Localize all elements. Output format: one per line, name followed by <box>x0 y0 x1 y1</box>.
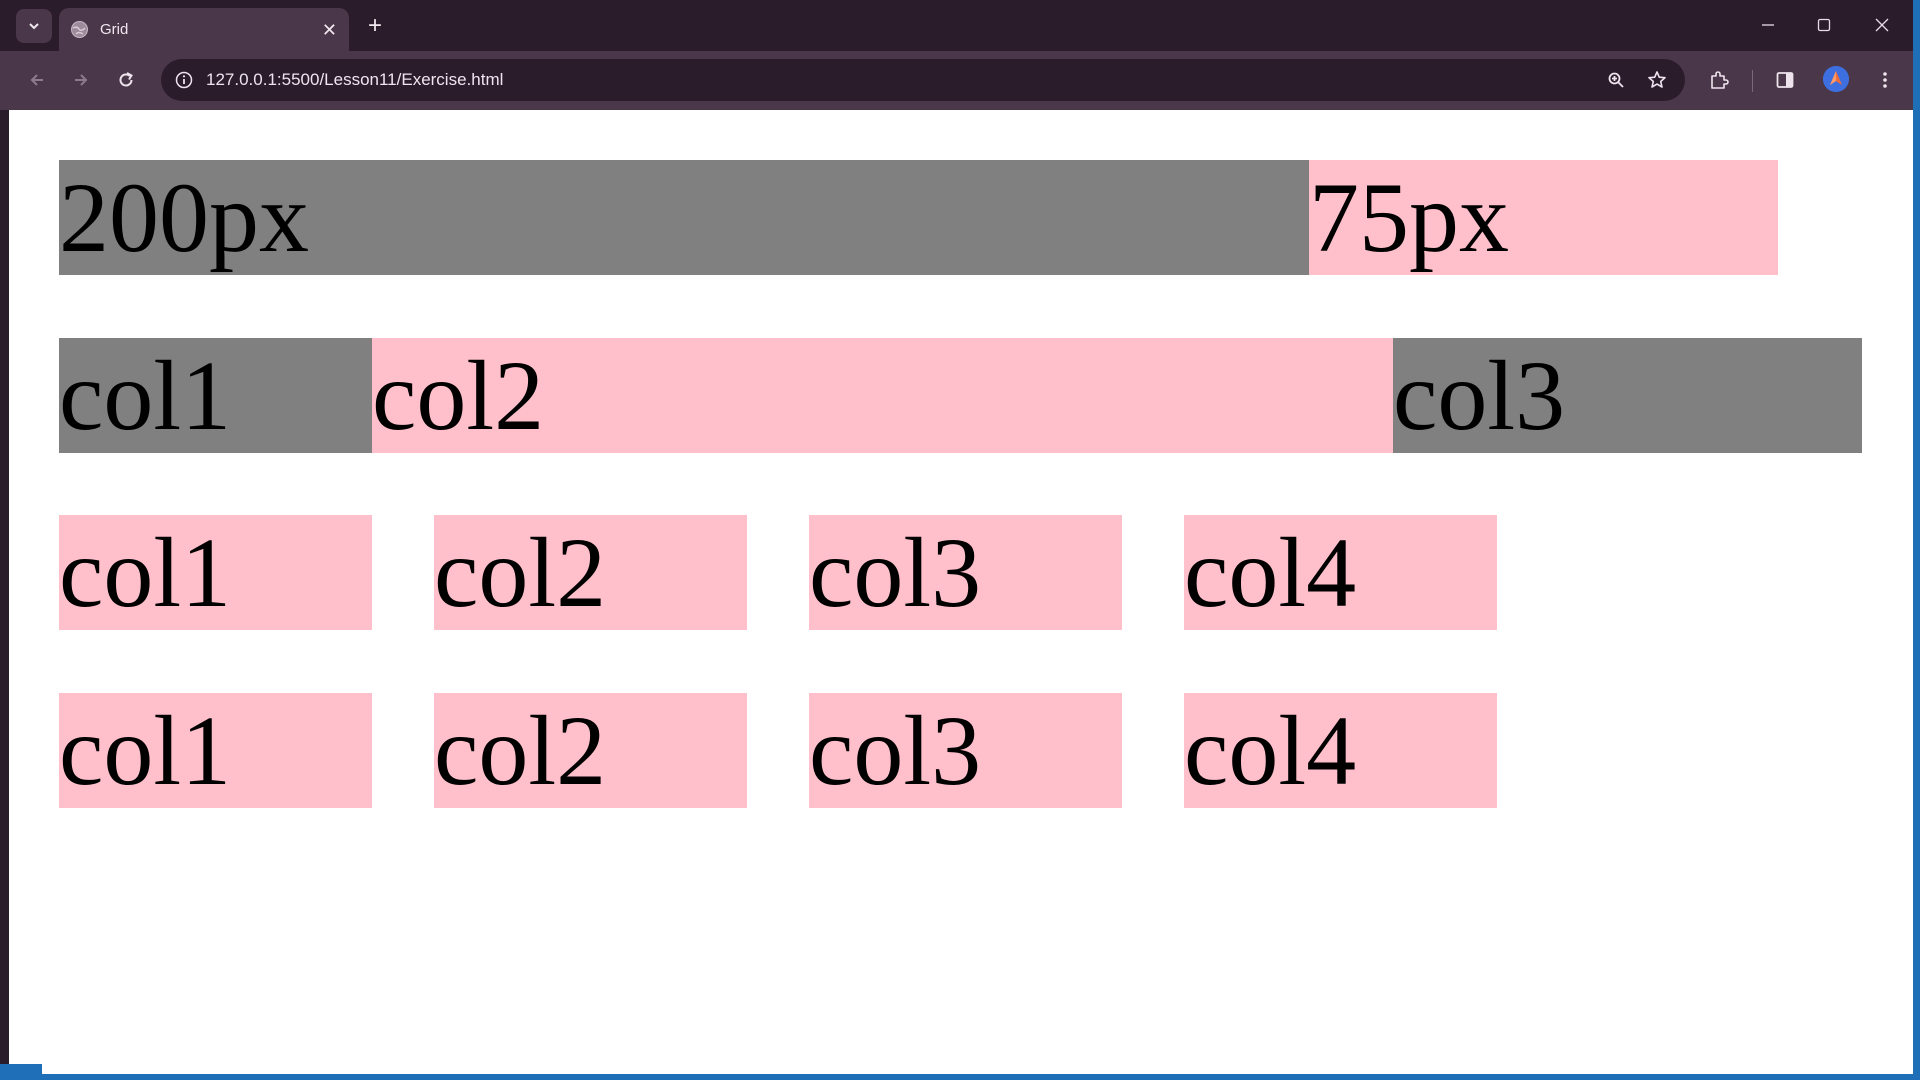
cell-label: col1 <box>59 340 232 451</box>
new-tab-button[interactable]: + <box>362 12 388 40</box>
page-viewport: 200px 75px col1 col2 col3 col1 col2 col3… <box>9 110 1913 1074</box>
tab-strip: Grid ✕ + <box>0 0 1913 51</box>
avatar[interactable] <box>1823 66 1849 92</box>
grid-cell-col1: col1 <box>59 515 372 630</box>
chevron-down-icon <box>29 23 39 30</box>
reload-button[interactable] <box>109 63 143 97</box>
zoom-icon[interactable] <box>1601 65 1631 95</box>
star-icon[interactable] <box>1642 65 1672 95</box>
info-icon[interactable] <box>169 65 199 95</box>
toolbar: 127.0.0.1:5500/Lesson11/Exercise.html <box>0 51 1913 110</box>
cell-label: col2 <box>434 517 607 628</box>
back-button[interactable] <box>20 63 54 97</box>
grid-cell-col3: col3 <box>809 693 1122 808</box>
grid-cell-col2: col2 <box>434 693 747 808</box>
tab-grid[interactable]: Grid ✕ <box>59 8 349 51</box>
cell-label: col4 <box>1184 517 1357 628</box>
side-panel-icon <box>1776 72 1794 88</box>
tab-title: Grid <box>100 21 129 38</box>
taskbar-accent <box>0 1064 42 1080</box>
cell-label: col4 <box>1184 695 1357 806</box>
puzzle-icon <box>1711 71 1729 89</box>
cell-label: col3 <box>809 695 982 806</box>
side-panel-button[interactable] <box>1768 63 1802 97</box>
minimize-icon <box>1762 24 1774 26</box>
maximize-icon <box>1817 18 1831 32</box>
grid-cell-col2: col2 <box>434 515 747 630</box>
cell-label: 75px <box>1309 162 1509 273</box>
grid-cell-col3: col3 <box>1393 338 1862 453</box>
grid-cell-col4: col4 <box>1184 515 1497 630</box>
address-bar[interactable]: 127.0.0.1:5500/Lesson11/Exercise.html <box>161 59 1685 101</box>
minimize-button[interactable] <box>1745 8 1791 42</box>
close-icon <box>1875 18 1889 32</box>
arrow-left-icon <box>30 74 43 86</box>
grid-cell-col2: col2 <box>372 338 1393 453</box>
grid-cell-col1: col1 <box>59 338 372 453</box>
globe-icon <box>71 21 88 38</box>
maximize-button[interactable] <box>1801 8 1847 42</box>
cell-label: 200px <box>59 162 309 273</box>
toolbar-divider <box>1752 70 1753 92</box>
tab-search-button[interactable] <box>16 9 52 43</box>
grid-cell-200px: 200px <box>59 160 1309 275</box>
grid-cell-col1: col1 <box>59 693 372 808</box>
reload-icon <box>119 72 133 87</box>
close-icon[interactable]: ✕ <box>321 19 337 40</box>
grid-cell-col4: col4 <box>1184 693 1497 808</box>
grid-cell-col3: col3 <box>809 515 1122 630</box>
extensions-button[interactable] <box>1702 63 1736 97</box>
arrow-right-icon <box>75 74 88 86</box>
cell-label: col1 <box>59 695 232 806</box>
cell-label: col2 <box>434 695 607 806</box>
cell-label: col1 <box>59 517 232 628</box>
kebab-menu-icon <box>1883 72 1887 88</box>
cell-label: col3 <box>1393 340 1566 451</box>
grid-cell-75px: 75px <box>1309 160 1778 275</box>
cell-label: col2 <box>372 340 545 451</box>
cell-label: col3 <box>809 517 982 628</box>
plus-icon: + <box>367 12 382 39</box>
menu-button[interactable] <box>1868 63 1902 97</box>
forward-button[interactable] <box>64 63 98 97</box>
url-text[interactable]: 127.0.0.1:5500/Lesson11/Exercise.html <box>206 70 504 89</box>
close-window-button[interactable] <box>1859 8 1905 42</box>
